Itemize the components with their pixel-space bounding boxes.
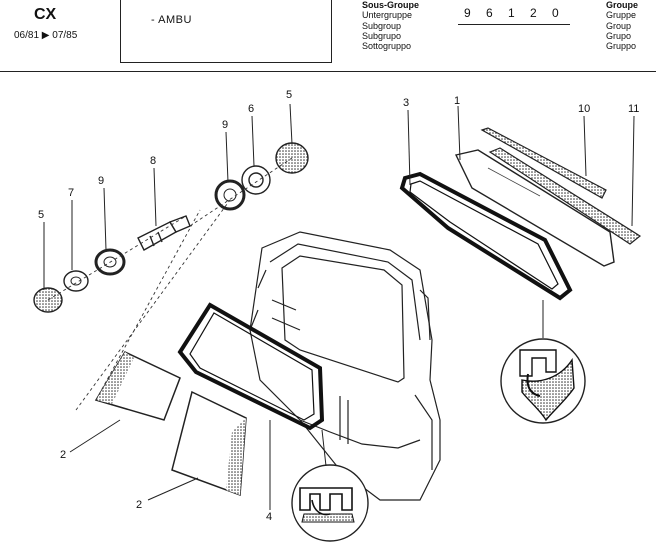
rear-window-seal	[399, 171, 573, 301]
group-code-underline	[458, 24, 570, 25]
callout-leader-lines	[43, 103, 635, 510]
part-6-spacer	[241, 165, 271, 195]
side-seal-section-detail	[291, 464, 369, 542]
rear-glass	[454, 149, 615, 267]
assembly-guide-lines	[47, 157, 293, 411]
subgroup-label-de: Untergruppe	[362, 10, 413, 21]
page-header: CX 06/81 ▶ 07/85 - AMBU Sous-Groupe Unte…	[0, 0, 656, 72]
callout-2-upper-glass: 2	[60, 449, 66, 461]
vehicle-body	[249, 231, 441, 501]
callout-4: 4	[266, 511, 272, 523]
rear-seal-section-detail	[500, 338, 586, 424]
group-label-fr: Groupe	[606, 0, 639, 10]
callout-6: 6	[248, 103, 254, 115]
part-9-grommet-right	[214, 179, 246, 211]
rear-strip-10	[480, 127, 607, 199]
callout-7: 7	[68, 187, 74, 199]
subgroup-label-it: Sottogruppo	[362, 41, 412, 52]
callout-5-left: 5	[38, 209, 44, 221]
subgroup-label-fr: Sous-Groupe	[362, 0, 420, 10]
callout-5-right: 5	[286, 89, 292, 101]
group-label-de: Gruppe	[606, 10, 637, 21]
subgroup-label-en: Subgroup	[362, 20, 402, 31]
header-rule	[0, 71, 656, 72]
subgroup-label-es: Subgrupo	[362, 30, 402, 41]
model-name: CX	[34, 6, 57, 23]
subgroup-labels: Sous-Groupe Untergruppe Subgroup Subgrup…	[362, 0, 419, 51]
group-label-en: Group	[606, 20, 632, 31]
title-box: - AMBU	[120, 0, 332, 63]
callout-9-left: 9	[98, 175, 104, 187]
model-years: 06/81 ▶ 07/85	[14, 30, 78, 41]
group-label-es: Grupo	[606, 30, 632, 41]
section-title: - AMBU	[151, 14, 192, 26]
side-glass-lower	[171, 390, 247, 497]
part-8-bolt	[137, 215, 191, 251]
callout-9-right: 9	[222, 119, 228, 131]
side-glass-upper	[94, 351, 181, 421]
part-7-washer	[63, 270, 89, 292]
callout-8: 8	[150, 155, 156, 167]
callout-10: 10	[578, 103, 590, 115]
callout-1: 1	[454, 95, 460, 107]
group-labels: Groupe Gruppe Group Grupo Gruppo	[606, 0, 638, 51]
callout-2-lower-glass: 2	[136, 499, 142, 511]
group-label-it: Gruppo	[606, 41, 637, 52]
callout-11: 11	[628, 103, 639, 115]
group-code: 9 6 1 2 0	[464, 6, 565, 20]
callout-3: 3	[403, 97, 409, 109]
rear-strip-11	[488, 147, 642, 245]
side-window-seal	[177, 302, 325, 431]
